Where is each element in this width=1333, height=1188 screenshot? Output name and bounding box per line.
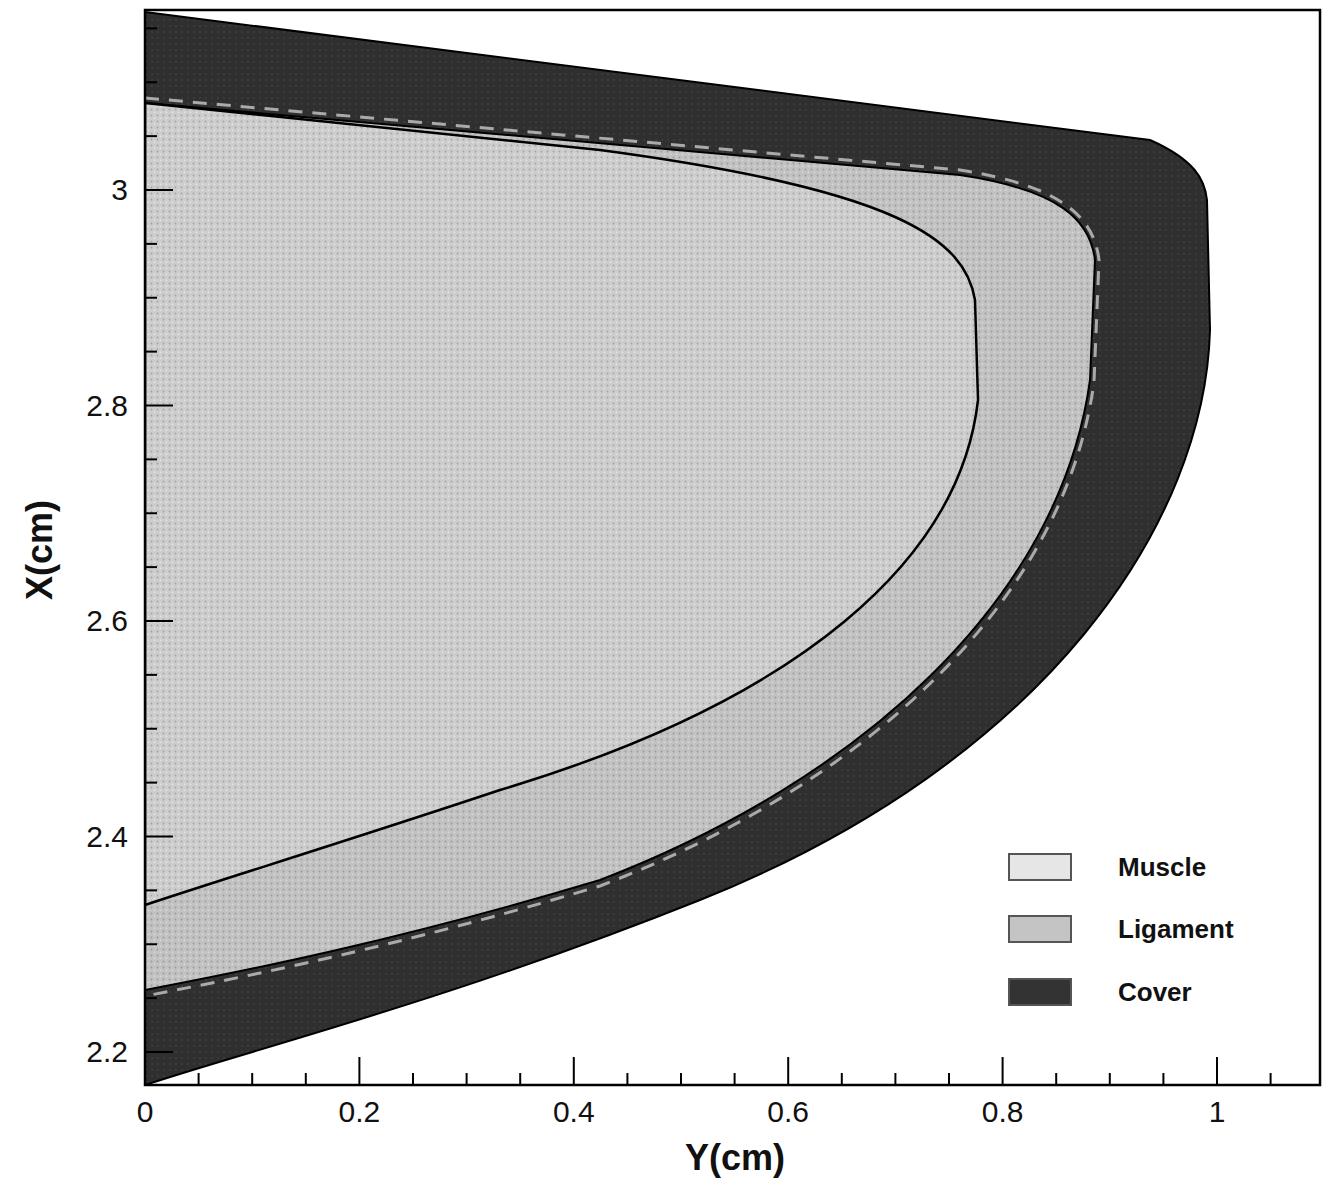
tick-mark: [145, 620, 173, 622]
tick-mark: [1002, 1057, 1004, 1085]
tick-mark: [198, 1073, 200, 1085]
tick-mark: [734, 1073, 736, 1085]
tick-label: 2.2: [86, 1035, 128, 1069]
ligament-dashed-boundary: [145, 98, 1099, 996]
tick-mark: [145, 728, 157, 730]
axis-ticks: [145, 28, 1271, 1085]
tick-label: 1: [1209, 1095, 1226, 1129]
tick-mark: [1055, 1073, 1057, 1085]
cover-region: [145, 12, 1210, 1085]
tick-label: 0.4: [553, 1095, 595, 1129]
axis-title: Y(cm): [685, 1137, 785, 1179]
tick-mark: [145, 243, 157, 245]
tick-label: 0.8: [982, 1095, 1024, 1129]
tick-label: 2.4: [86, 820, 128, 854]
tick-mark: [145, 674, 157, 676]
tick-mark: [145, 135, 157, 137]
tick-mark: [144, 1057, 146, 1085]
tick-mark: [145, 943, 157, 945]
tick-mark: [466, 1073, 468, 1085]
tick-mark: [145, 405, 173, 407]
tick-label: 0: [137, 1095, 154, 1129]
tick-label: 0.2: [339, 1095, 381, 1129]
tick-mark: [145, 351, 157, 353]
legend-label: Ligament: [1118, 914, 1234, 945]
tick-mark: [412, 1073, 414, 1085]
tick-mark: [145, 297, 157, 299]
tick-mark: [145, 189, 173, 191]
tick-mark: [894, 1073, 896, 1085]
tick-mark: [1109, 1073, 1111, 1085]
tick-mark: [145, 81, 157, 83]
tick-label: 2.6: [86, 604, 128, 638]
legend-swatch: [1008, 978, 1072, 1006]
tick-label: 3: [111, 173, 128, 207]
tick-mark: [145, 889, 157, 891]
tick-mark: [787, 1057, 789, 1085]
tick-mark: [841, 1073, 843, 1085]
tick-mark: [145, 566, 157, 568]
legend-swatch: [1008, 853, 1072, 881]
tick-mark: [251, 1073, 253, 1085]
tick-mark: [145, 458, 157, 460]
ligament-region: [145, 103, 1095, 990]
tick-mark: [145, 1051, 173, 1053]
tick-mark: [1270, 1073, 1272, 1085]
tick-mark: [145, 836, 173, 838]
tick-mark: [948, 1073, 950, 1085]
tick-mark: [573, 1057, 575, 1085]
tick-mark: [1216, 1057, 1218, 1085]
tick-mark: [680, 1073, 682, 1085]
tick-mark: [519, 1073, 521, 1085]
tick-mark: [1162, 1073, 1164, 1085]
tick-mark: [145, 27, 157, 29]
tick-mark: [305, 1073, 307, 1085]
tick-label: 2.8: [86, 389, 128, 423]
tick-mark: [145, 512, 157, 514]
tick-mark: [145, 782, 157, 784]
tick-mark: [626, 1073, 628, 1085]
tick-mark: [358, 1057, 360, 1085]
legend-label: Muscle: [1118, 852, 1206, 883]
axis-title: X(cm): [19, 500, 61, 600]
legend-swatch: [1008, 915, 1072, 943]
tick-label: 0.6: [767, 1095, 809, 1129]
legend-label: Cover: [1118, 977, 1192, 1008]
plot-frame: [145, 10, 1320, 1085]
tick-mark: [145, 997, 157, 999]
muscle-region: [145, 103, 978, 905]
